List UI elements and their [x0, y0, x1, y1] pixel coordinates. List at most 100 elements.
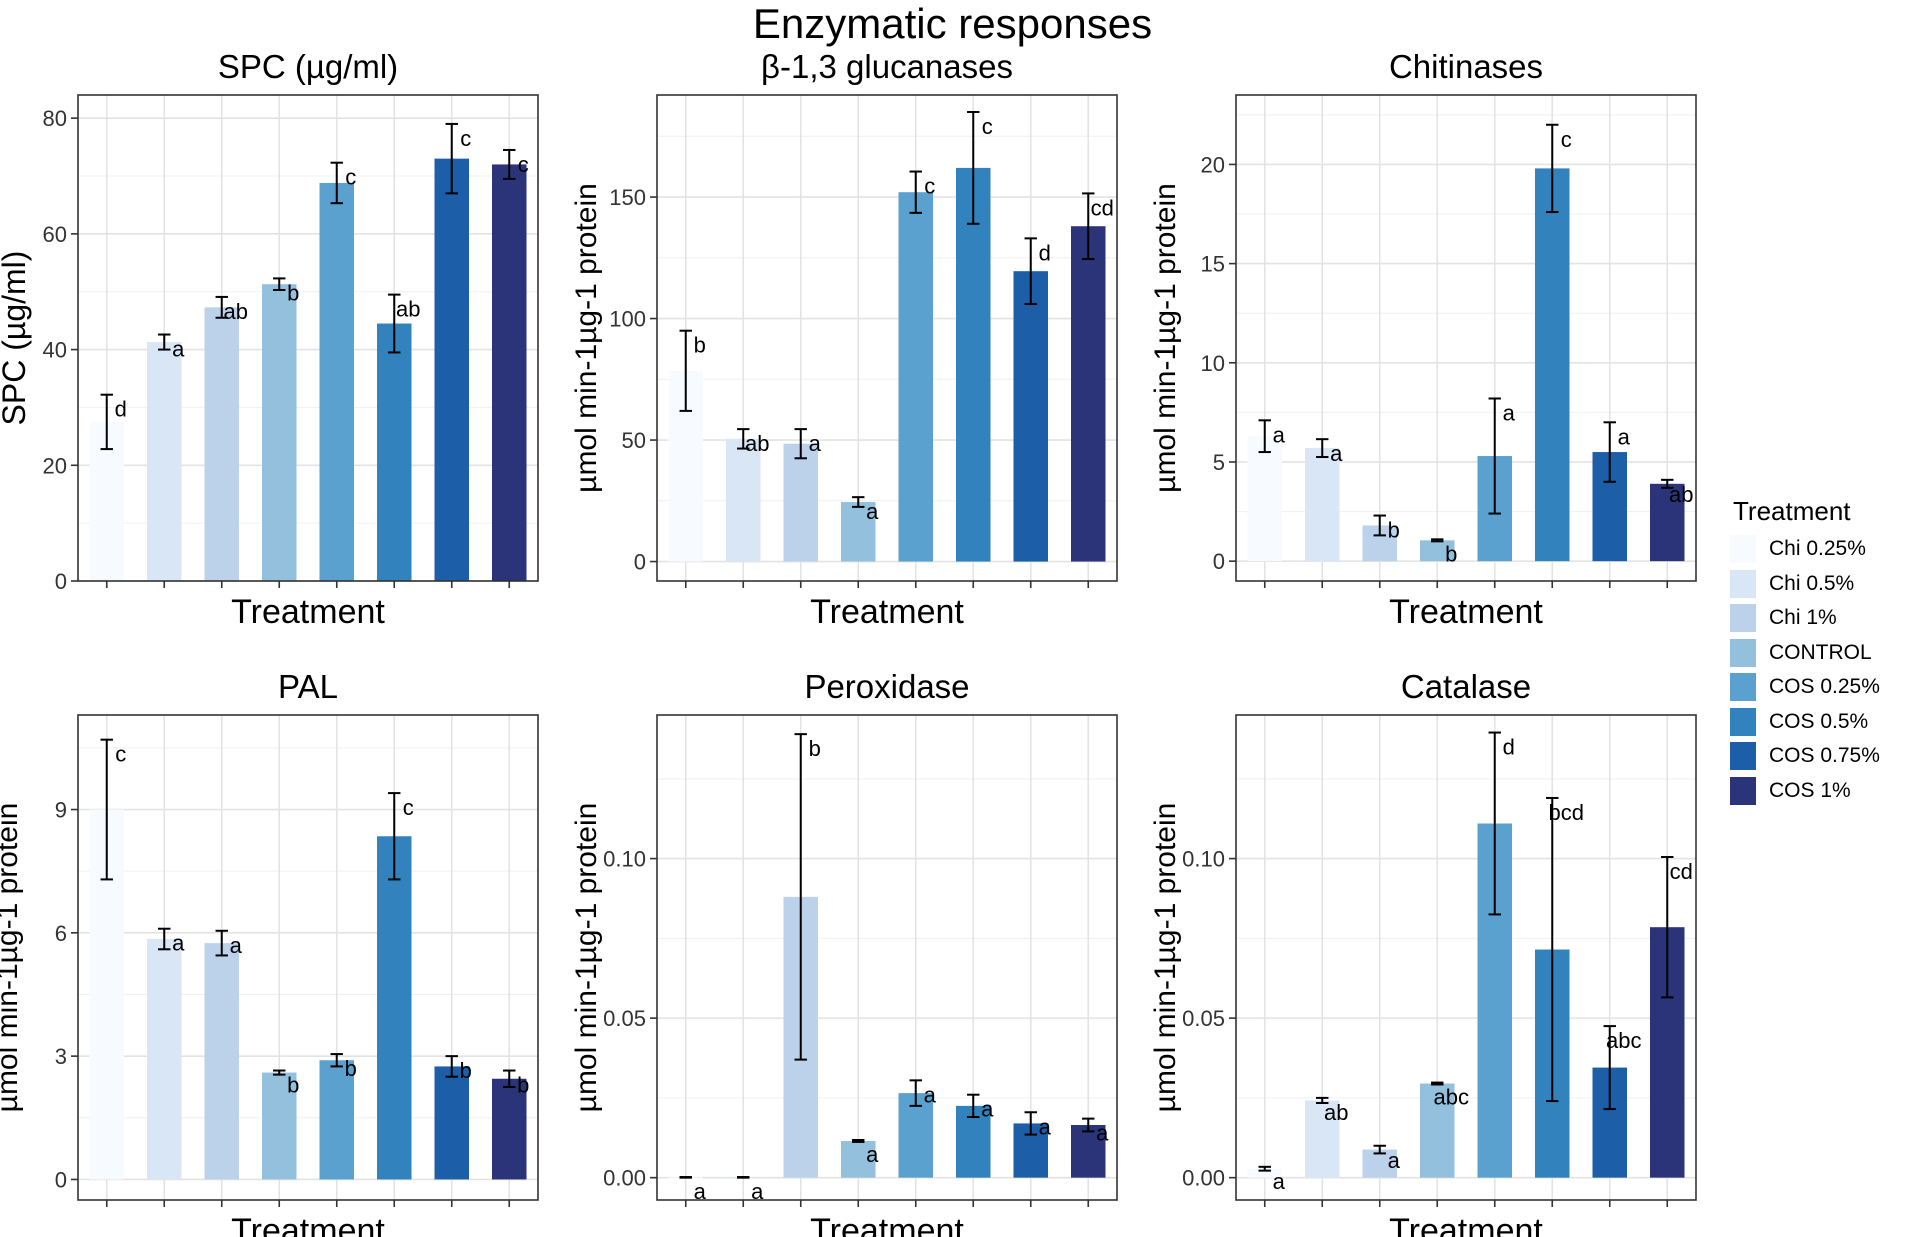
- chart-panel: aabbacaab05101520ChitinasesTreatmentµmol…: [1149, 48, 1697, 631]
- significance-letter: a: [981, 1097, 994, 1122]
- bar: [147, 342, 182, 581]
- y-tick-label: 15: [1201, 252, 1225, 277]
- significance-letter: d: [115, 397, 127, 422]
- y-tick-label: 5: [1213, 450, 1225, 475]
- y-tick-label: 40: [43, 338, 67, 363]
- significance-letter: a: [866, 499, 879, 524]
- significance-letter: ab: [224, 299, 248, 324]
- y-tick-label: 0.05: [603, 1006, 646, 1031]
- x-axis-title: Treatment: [1389, 1212, 1543, 1237]
- significance-letter: c: [982, 114, 993, 139]
- significance-letter: c: [924, 174, 935, 199]
- significance-letter: a: [809, 431, 822, 456]
- bar: [898, 1093, 933, 1178]
- legend-swatch: [1730, 742, 1756, 771]
- significance-letter: d: [1039, 240, 1051, 265]
- y-tick-label: 20: [43, 453, 67, 478]
- y-axis-title: µmol min-1µg-1 protein: [1149, 803, 1182, 1113]
- panel-title: PAL: [278, 668, 338, 705]
- bar: [434, 1066, 469, 1180]
- significance-letter: a: [924, 1082, 937, 1107]
- bar: [726, 438, 761, 562]
- bar: [1420, 1083, 1455, 1178]
- significance-letter: b: [1388, 518, 1400, 543]
- legend-swatch: [1730, 604, 1756, 633]
- legend-swatch: [1730, 673, 1756, 702]
- legend-swatch: [1730, 535, 1756, 564]
- bar: [204, 307, 239, 581]
- y-axis-title: µmol min-1µg-1 protein: [1149, 183, 1182, 493]
- bar: [262, 1072, 297, 1180]
- bar: [898, 192, 933, 562]
- significance-letter: c: [345, 165, 356, 190]
- plot-background: [657, 715, 1117, 1200]
- significance-letter: ab: [745, 431, 769, 456]
- significance-letter: ab: [1669, 482, 1693, 507]
- bar: [1305, 448, 1340, 562]
- y-tick-label: 0: [634, 550, 646, 575]
- significance-letter: ab: [396, 297, 420, 322]
- legend-title: Treatment: [1733, 496, 1851, 526]
- y-axis-title: µmol min-1µg-1 protein: [570, 183, 603, 493]
- chart-panel: aabaabcdbcdabccd0.000.050.10CatalaseTrea…: [1149, 668, 1697, 1237]
- legend-label: Chi 0.25%: [1769, 537, 1866, 561]
- x-axis-title: Treatment: [231, 1212, 385, 1237]
- legend-label: Chi 1%: [1769, 606, 1837, 630]
- panel-title: Catalase: [1401, 668, 1531, 705]
- legend: Treatment Chi 0.25% Chi 0.5% Chi 1% CONTROL…: [1730, 495, 1905, 808]
- panel-border: [77, 94, 539, 582]
- y-tick-label: 3: [55, 1044, 67, 1069]
- legend-item: Chi 0.5%: [1730, 567, 1905, 602]
- legend-swatch: [1730, 569, 1756, 598]
- y-tick-label: 0.10: [603, 847, 646, 872]
- bar: [1071, 226, 1106, 562]
- legend-label: CONTROL: [1769, 640, 1872, 664]
- legend-item: Chi 0.25%: [1730, 532, 1905, 567]
- bar: [841, 502, 876, 562]
- panel-border: [1235, 714, 1697, 1201]
- legend-label: COS 0.5%: [1769, 709, 1869, 733]
- significance-letter: a: [1096, 1121, 1109, 1146]
- y-tick-label: 0: [55, 569, 67, 594]
- y-tick-label: 60: [43, 222, 67, 247]
- bar: [147, 939, 182, 1180]
- significance-letter: a: [1273, 1169, 1286, 1194]
- bar: [377, 836, 412, 1180]
- bar: [1013, 271, 1048, 562]
- significance-letter: cd: [1091, 195, 1114, 220]
- y-tick-label: 80: [43, 106, 67, 131]
- legend-item: COS 0.25%: [1730, 670, 1905, 705]
- y-tick-label: 0.00: [1182, 1166, 1225, 1191]
- significance-letter: bcd: [1549, 800, 1584, 825]
- significance-letter: cd: [1670, 859, 1693, 884]
- bar: [1071, 1125, 1106, 1178]
- significance-letter: a: [172, 931, 185, 956]
- bar: [956, 167, 991, 562]
- legend-swatch: [1730, 638, 1756, 667]
- figure-title: Enzymatic responses: [752, 0, 1153, 47]
- bar: [377, 323, 412, 581]
- bar: [1305, 1100, 1340, 1178]
- legend-items: Chi 0.25% Chi 0.5% Chi 1% CONTROL COS 0.25% C…: [1730, 532, 1905, 808]
- y-tick-label: 0: [1213, 549, 1225, 574]
- significance-letter: b: [460, 1058, 472, 1083]
- significance-letter: a: [1503, 401, 1516, 426]
- y-tick-label: 10: [1201, 351, 1225, 376]
- y-tick-label: 100: [609, 307, 646, 332]
- legend-item: COS 0.5%: [1730, 705, 1905, 740]
- significance-letter: b: [1445, 541, 1457, 566]
- significance-letter: abc: [1606, 1028, 1641, 1053]
- legend-label: COS 0.25%: [1769, 675, 1880, 699]
- significance-letter: b: [287, 280, 299, 305]
- panel-border: [656, 94, 1118, 582]
- panel-border: [77, 714, 539, 1201]
- significance-letter: a: [751, 1179, 764, 1204]
- y-tick-label: 6: [55, 921, 67, 946]
- bar: [434, 158, 469, 581]
- panel-border: [656, 714, 1118, 1201]
- bar: [783, 443, 818, 562]
- legend-swatch: [1730, 776, 1756, 805]
- legend-label: COS 0.75%: [1769, 744, 1880, 768]
